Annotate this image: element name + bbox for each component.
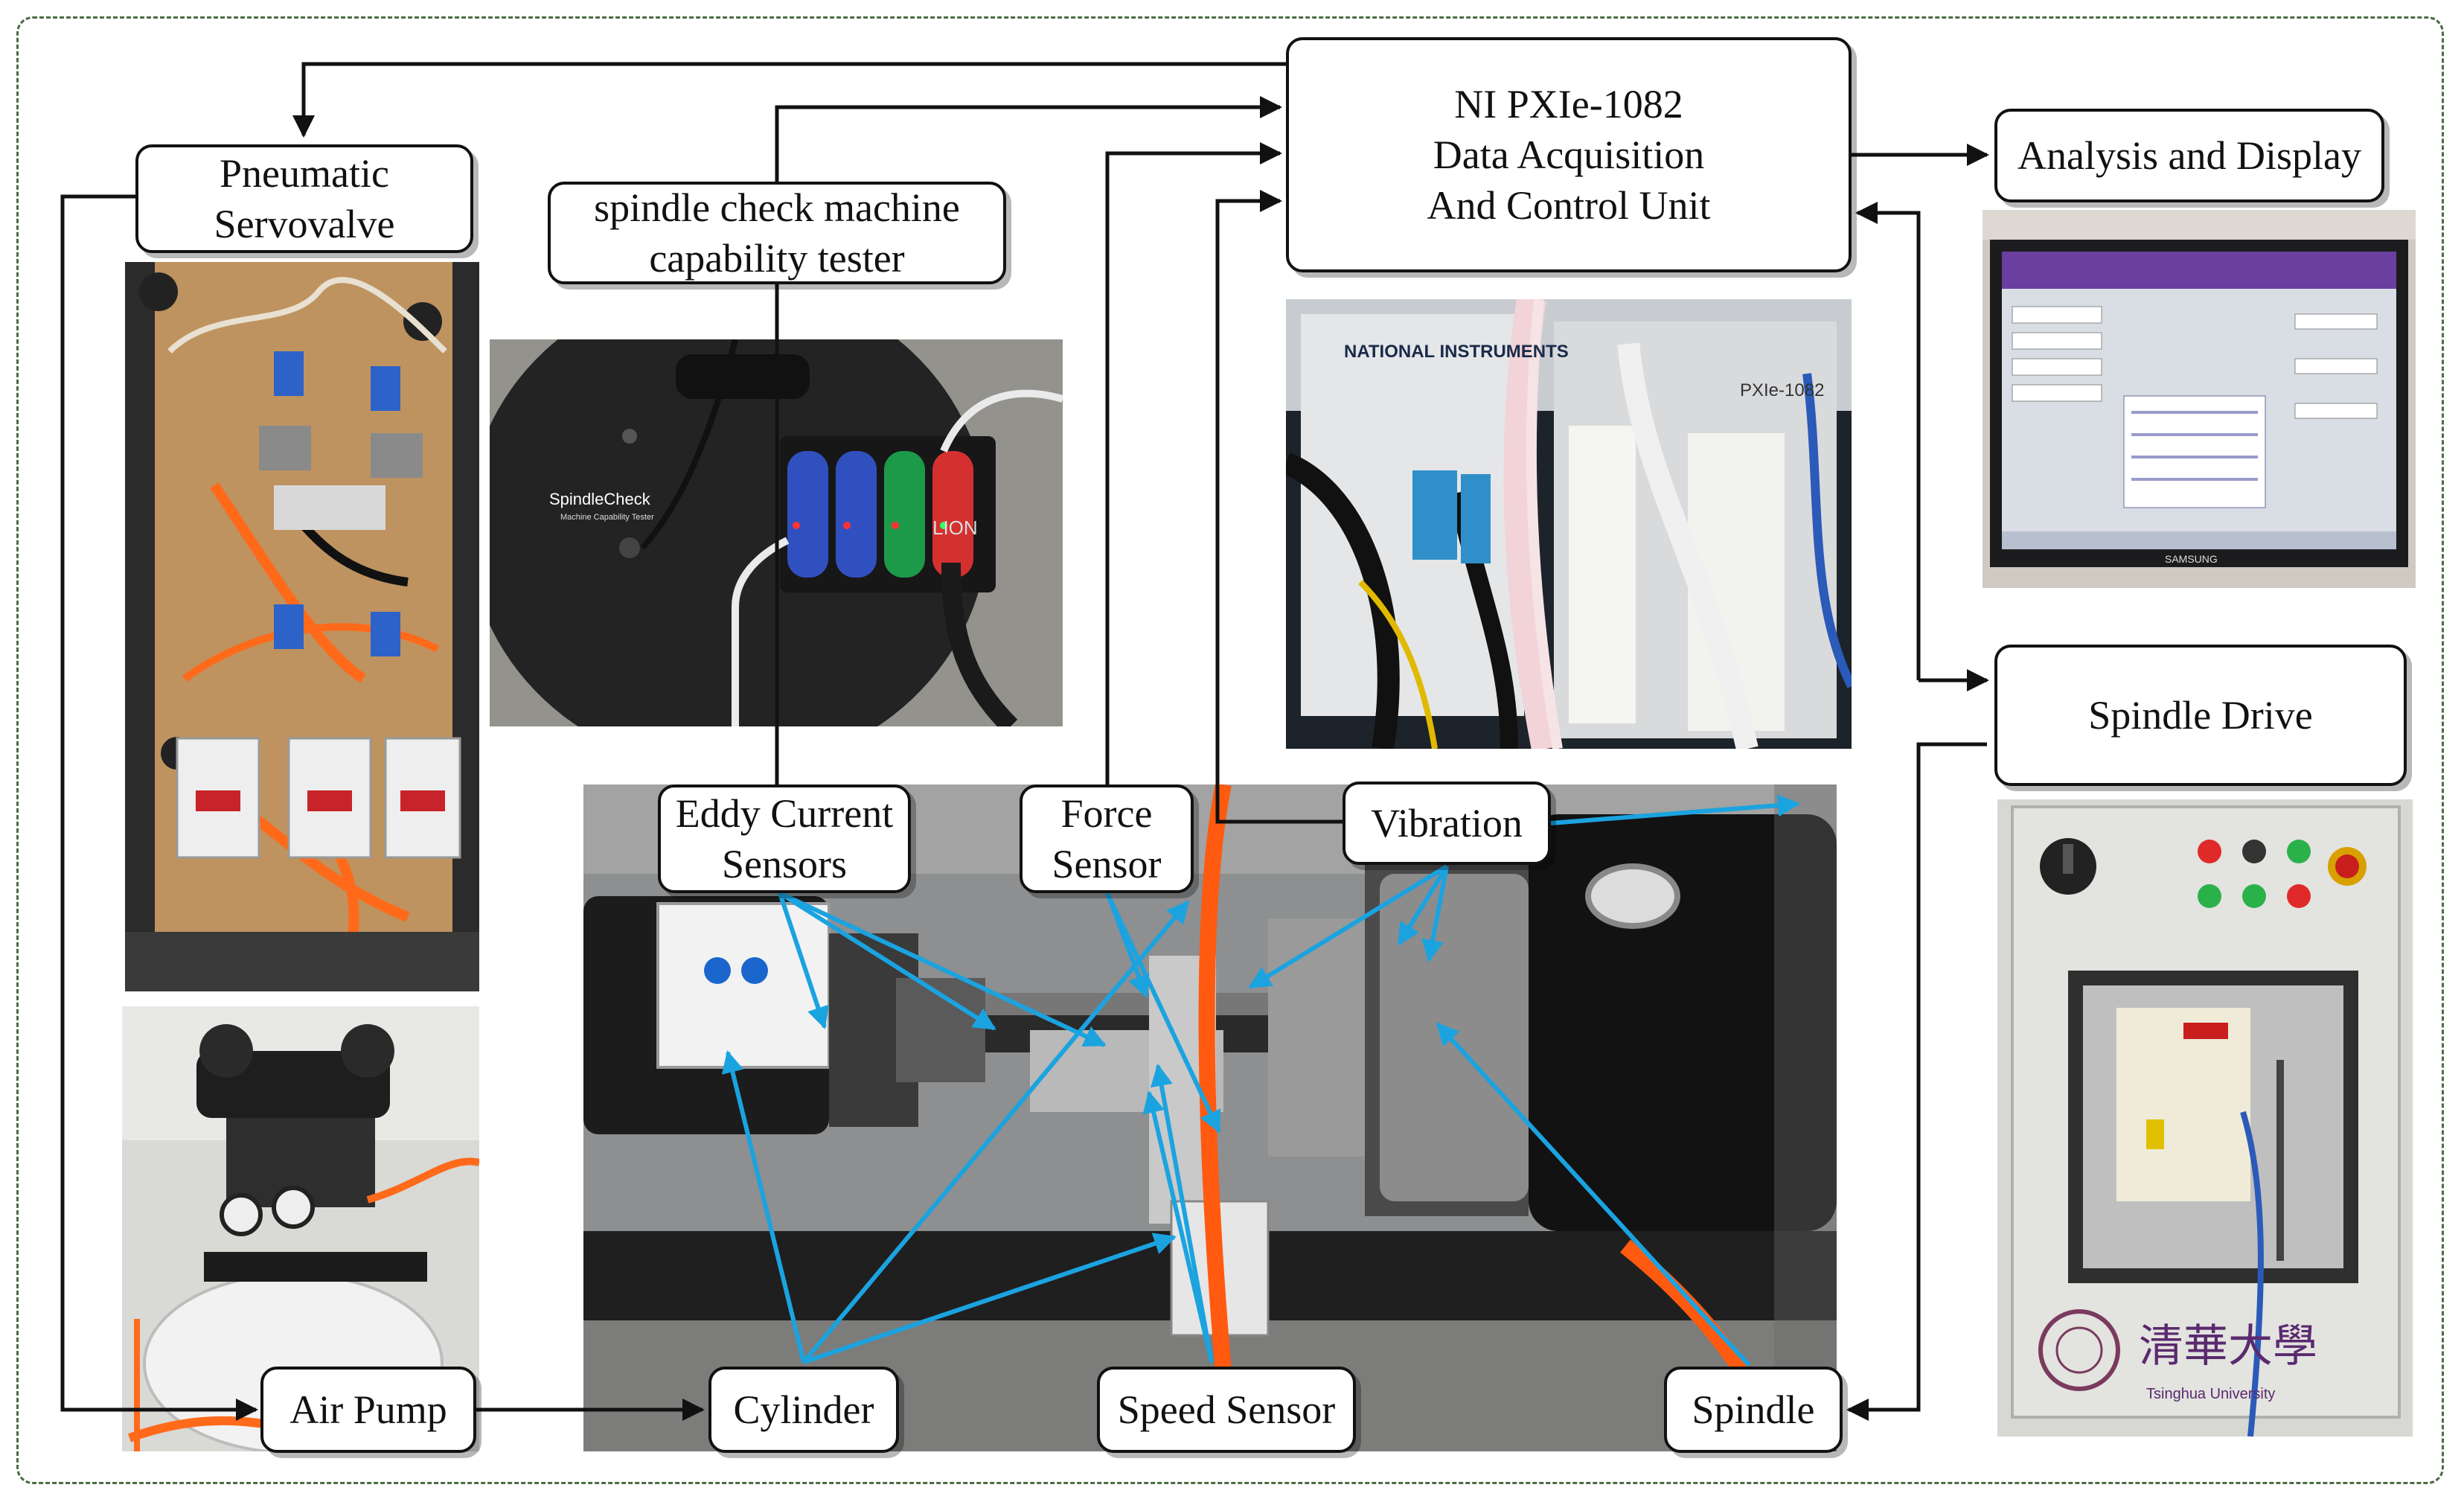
spindlecheck-photo: SpindleCheck Machine Capability Tester L… (490, 339, 1063, 726)
spindlecheck-brand-text: SpindleCheck (549, 490, 651, 508)
pneumatic-servovalve-label: Pneumatic Servovalve (135, 144, 473, 253)
vibration-label: Vibration (1343, 782, 1551, 865)
ni-pxie-photo: NATIONAL INSTRUMENTS PXIe-1082 (1286, 299, 1852, 749)
speed-sensor-label: Speed Sensor (1097, 1367, 1356, 1453)
tsinghua-cn-text: 清華大學 (2139, 1320, 2317, 1372)
spindle-check-tester-label: spindle check machine capability tester (548, 182, 1006, 284)
spindlecheck-sub-text: Machine Capability Tester (560, 513, 654, 522)
diagram-frame (16, 16, 2444, 1484)
spindle-label: Spindle (1664, 1367, 1843, 1453)
spindle-drive-label: Spindle Drive (1994, 645, 2407, 786)
lion-brand-text: LION (932, 517, 978, 539)
cylinder-label: Cylinder (708, 1367, 899, 1453)
analysis-monitor-photo: SAMSUNG (1983, 210, 2416, 588)
ni-pxie-unit-label: NI PXIe-1082 Data Acquisition And Contro… (1286, 37, 1852, 272)
analysis-display-label: Analysis and Display (1994, 109, 2384, 202)
ni-brand-text: NATIONAL INSTRUMENTS (1344, 342, 1569, 362)
force-sensor-label: Force Sensor (1020, 784, 1194, 893)
pneumatic-valve-photo (125, 262, 479, 991)
monitor-brand-text: SAMSUNG (2165, 553, 2218, 565)
spindle-drive-cabinet-photo: 清華大學 Tsinghua University (1997, 799, 2413, 1437)
tsinghua-en-text: Tsinghua University (2146, 1386, 2275, 1402)
air-pump-label: Air Pump (260, 1367, 476, 1453)
eddy-current-sensors-label: Eddy Current Sensors (658, 784, 911, 893)
pxie-model-text: PXIe-1082 (1740, 380, 1824, 400)
